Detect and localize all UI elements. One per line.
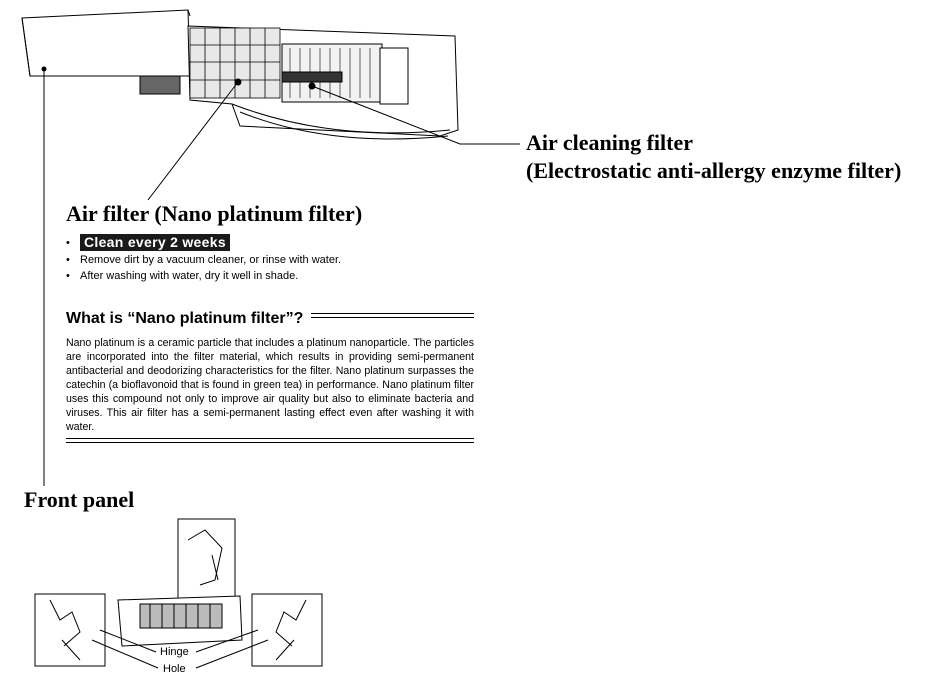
front-panel-removal-illustration [34,518,323,669]
bottom-rule [66,438,474,443]
air-cleaning-line2: (Electrostatic anti-allergy enzyme filte… [526,158,902,183]
air-filter-leader [147,81,239,201]
bullet-text: After washing with water, dry it well in… [80,270,299,282]
air-conditioner-illustration [21,9,459,140]
bullet-text: Remove dirt by a vacuum cleaner, or rins… [80,254,342,266]
bullet-item: • Remove dirt by a vacuum cleaner, or ri… [66,252,486,268]
bullet-dot: • [66,254,70,266]
hole-label: Hole [163,663,186,675]
bullet-highlight-row: • Clean every 2 weeks [66,233,486,252]
air-filter-instructions: • Clean every 2 weeks • Remove dirt by a… [66,233,486,284]
bullet-dot: • [66,236,70,249]
bullet-item: • After washing with water, dry it well … [66,268,486,284]
bullet-dot: • [66,270,70,282]
air-filter-grid [189,27,281,99]
nano-heading: What is “Nano platinum filter”? [66,310,304,327]
nano-heading-row: What is “Nano platinum filter”? [66,308,474,330]
air-cleaning-leader [311,85,520,145]
air-filter-title: Air filter (Nano platinum filter) [66,201,363,226]
heading-rule [311,312,474,318]
air-cleaning-line1: Air cleaning filter [526,130,693,155]
air-cleaning-filter-label: Air cleaning filter (Electrostatic anti-… [526,129,901,185]
front-panel-title: Front panel [24,487,135,512]
clean-frequency-badge: Clean every 2 weeks [80,234,230,251]
nano-platinum-info-box: What is “Nano platinum filter”? Nano pla… [66,308,474,443]
hinge-label: Hinge [160,646,189,658]
nano-body-text: Nano platinum is a ceramic particle that… [66,337,474,433]
